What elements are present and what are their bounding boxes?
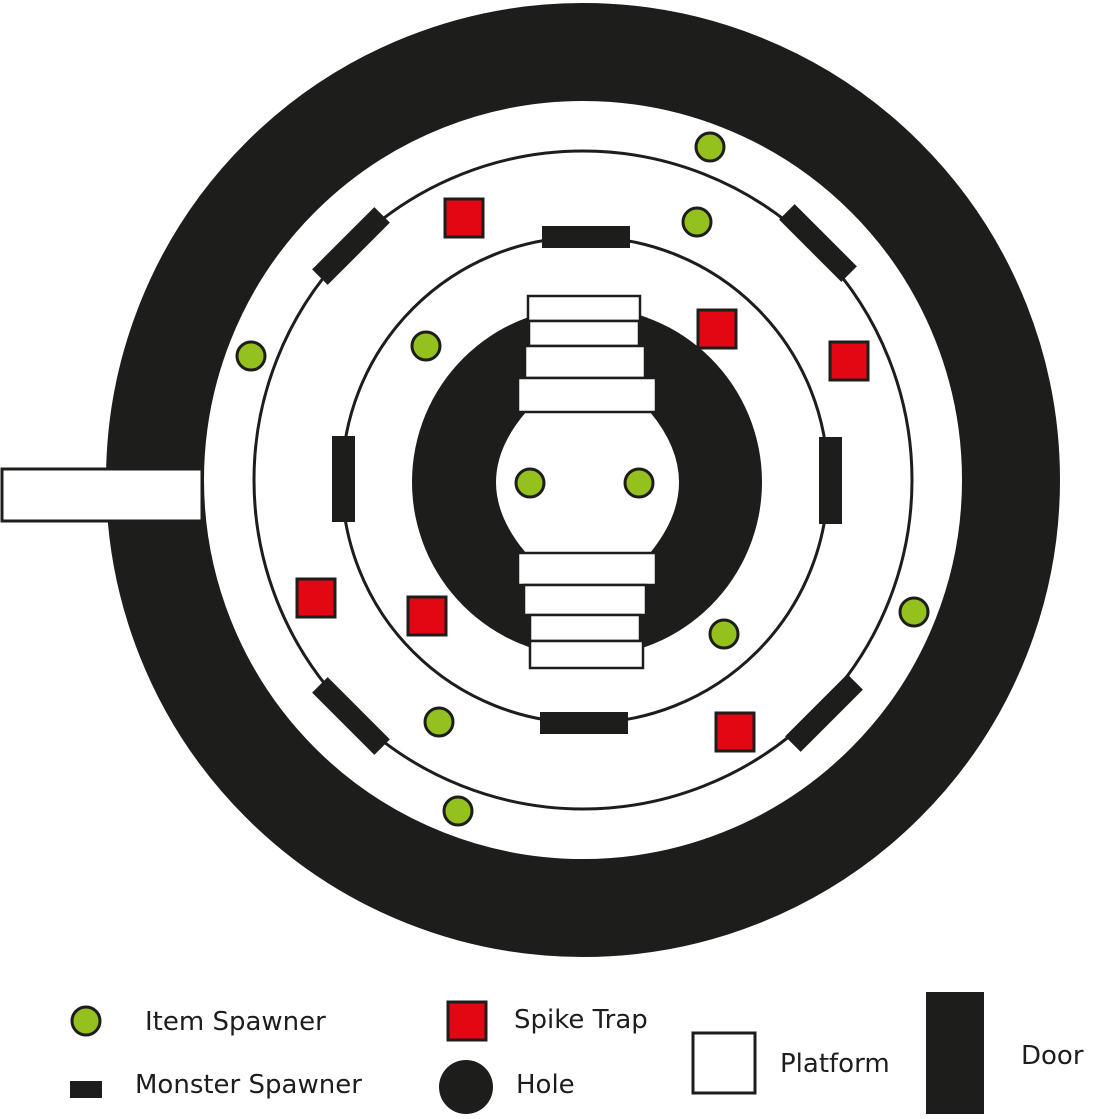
legend-spike-trap-label: Spike Trap (514, 1005, 648, 1035)
legend (70, 992, 984, 1114)
legend-hole-icon (439, 1060, 493, 1114)
spike-trap (295, 577, 337, 619)
platform-step (526, 294, 642, 323)
monster-spawner (312, 677, 390, 755)
platform-stack-top (516, 294, 658, 414)
monster-spawner (540, 712, 628, 734)
legend-door-icon (926, 992, 984, 1114)
legend-monster-spawner-label: Monster Spawner (135, 1070, 362, 1100)
legend-platform-label: Platform (780, 1049, 890, 1079)
legend-monster-spawner-icon (70, 1081, 102, 1098)
legend-platform-icon (691, 1031, 757, 1095)
item-spawner (708, 618, 740, 650)
monster-spawner (332, 436, 355, 522)
monster-spawner (312, 207, 390, 285)
item-spawner (514, 467, 546, 499)
spike-traps (295, 197, 870, 753)
spike-trap (714, 711, 756, 753)
central-platform (496, 412, 679, 553)
legend-door-label: Door (1021, 1041, 1084, 1071)
legend-spike-trap-icon (446, 1000, 488, 1042)
platform-step (528, 639, 645, 670)
item-spawner (423, 706, 455, 738)
item-spawner (623, 467, 655, 499)
monster-spawner (819, 437, 842, 524)
monster-spawner (542, 226, 630, 248)
item-spawner (681, 206, 713, 238)
platform-step (528, 613, 642, 643)
platform-step (516, 551, 658, 587)
item-spawner (235, 340, 267, 372)
entrance-platform (0, 467, 204, 523)
monster-spawners (312, 204, 863, 755)
spike-trap (443, 197, 485, 239)
spike-trap (828, 340, 870, 382)
legend-hole-label: Hole (516, 1070, 575, 1100)
platform-step (527, 319, 641, 348)
outer-track (252, 149, 914, 811)
platform-step (522, 583, 648, 617)
platform-step (523, 344, 647, 380)
legend-item-spawner-label: Item Spawner (145, 1007, 326, 1037)
platform-stack-bottom (516, 551, 658, 670)
item-spawner (442, 795, 474, 827)
item-spawner (898, 596, 930, 628)
item-spawner (694, 131, 726, 163)
legend-item-spawner-icon (70, 1005, 102, 1037)
platform-step (516, 376, 658, 414)
spike-trap (406, 595, 448, 637)
item-spawners (235, 131, 930, 827)
item-spawner (410, 330, 442, 362)
monster-spawner (779, 204, 857, 282)
spike-trap (696, 308, 738, 350)
monster-spawner (785, 674, 863, 752)
